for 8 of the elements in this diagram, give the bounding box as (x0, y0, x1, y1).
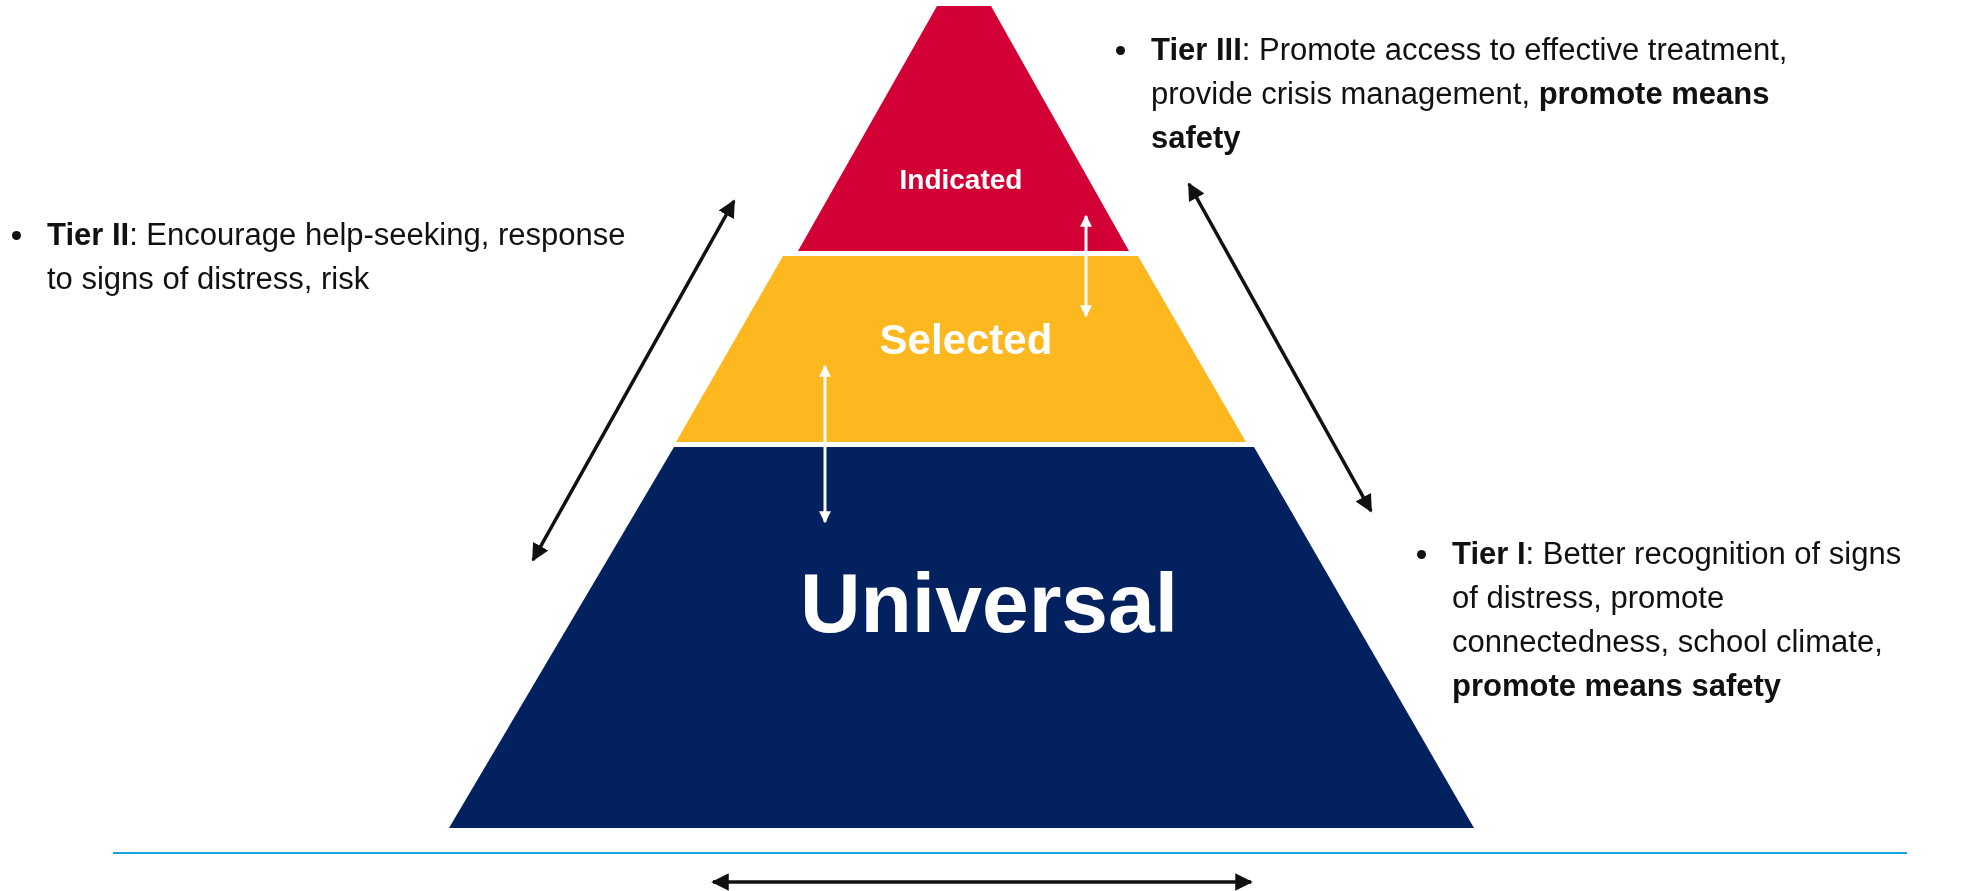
tier-description: Tier I: Better recognition of signs of distress, promote connectedness, school climate, promote means safety (1452, 535, 1903, 705)
tier-description: Tier II: Encourage help-seeking, response to signs of distress, risk (47, 216, 627, 298)
double-arrow (1080, 214, 1092, 318)
tier-description: Tier III: Promote access to effective treatment, provide crisis management, promote means safety (1151, 31, 1789, 157)
tier-label: Universal (799, 561, 1179, 645)
tier-label: Selected (879, 319, 1053, 361)
double-arrow (819, 364, 831, 524)
tier-label: Indicated (899, 166, 1023, 194)
